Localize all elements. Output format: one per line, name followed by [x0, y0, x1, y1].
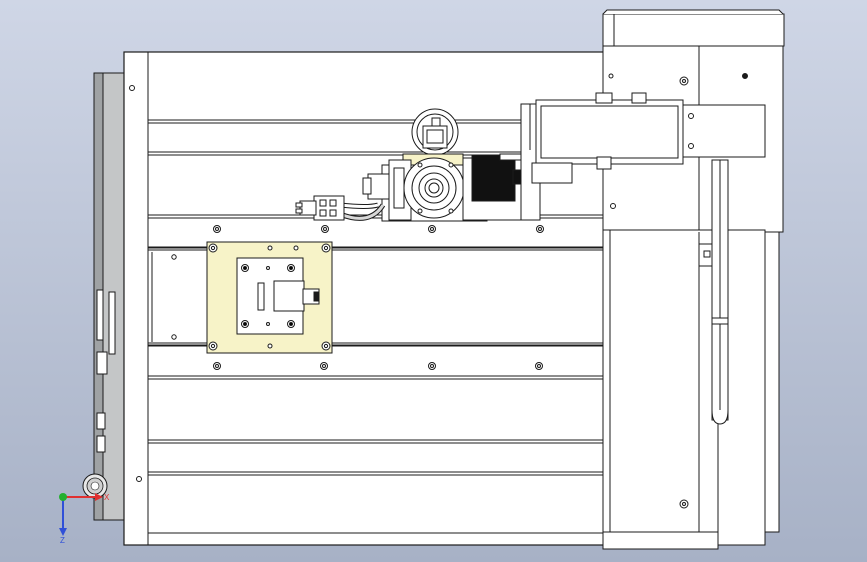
axis-triad-icon: X Z [59, 473, 110, 545]
left-side-panel [93, 72, 127, 521]
screw-icon [213, 225, 221, 233]
x-axis-label: X [104, 493, 110, 502]
cable-tube [711, 159, 729, 425]
gantry-tower[interactable] [602, 9, 785, 550]
screw-icon [171, 254, 177, 260]
base-screws [129, 85, 544, 482]
z-axis-arrow [59, 528, 67, 536]
screw-icon [320, 362, 328, 370]
connector-icon [295, 195, 345, 221]
z-axis-label: Z [60, 536, 65, 545]
screw-icon [171, 334, 177, 340]
motor-assembly[interactable] [362, 103, 541, 222]
gantry-icon[interactable] [531, 73, 766, 184]
cable-connector[interactable] [295, 195, 386, 221]
y-axis-dot [59, 493, 67, 501]
screw-icon [536, 225, 544, 233]
screw-icon [428, 362, 436, 370]
screw-icon [535, 362, 543, 370]
screw-icon [136, 476, 142, 482]
screw-icon [321, 225, 329, 233]
screw-icon [428, 225, 436, 233]
x-axis-arrow [95, 493, 103, 501]
screw-icon [129, 85, 135, 91]
motor-icon [471, 154, 516, 202]
carriage-plate[interactable] [206, 241, 333, 354]
screw-icon [213, 362, 221, 370]
